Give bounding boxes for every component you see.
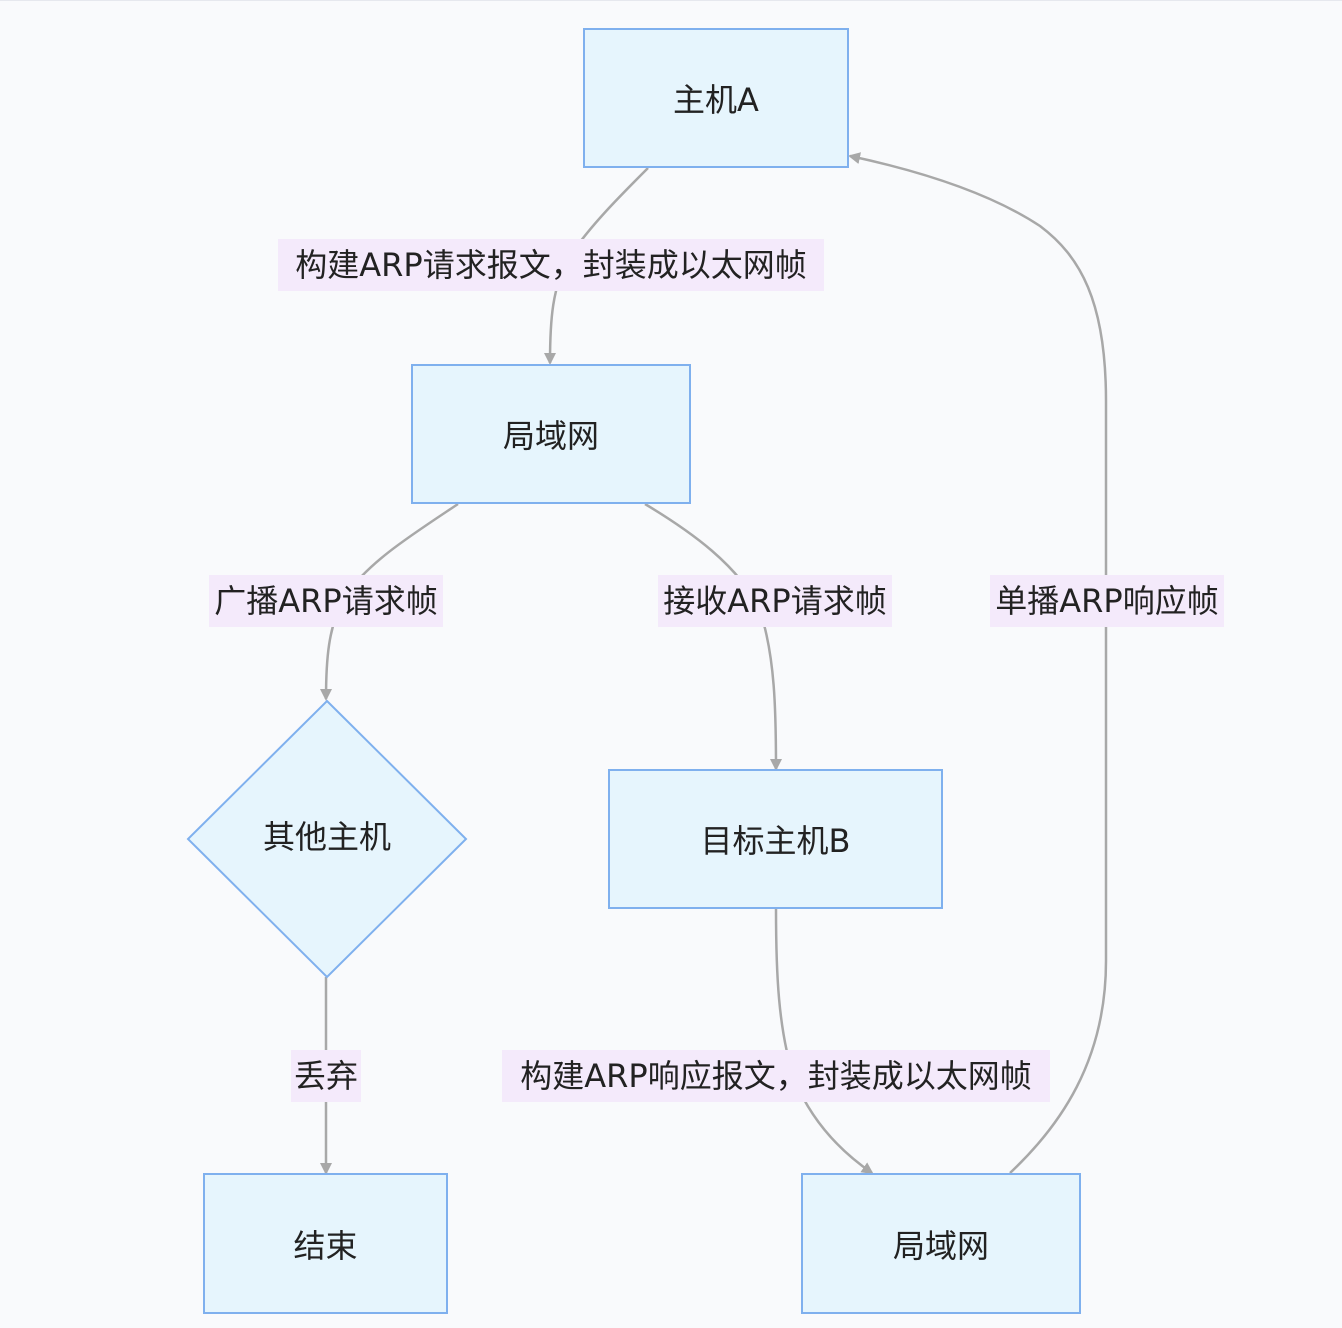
node-target-host-b: 目标主机B — [608, 769, 943, 909]
edge-label-broadcast-request: 广播ARP请求帧 — [209, 575, 443, 627]
edge-lan-bottom-to-host-a — [848, 152, 1108, 1174]
node-end: 结束 — [203, 1173, 448, 1314]
node-target-host-b-label: 目标主机B — [700, 822, 851, 860]
node-lan-top-label: 局域网 — [502, 417, 599, 455]
node-end-label: 结束 — [293, 1226, 358, 1265]
node-lan-bottom-label: 局域网 — [892, 1226, 989, 1265]
edge-label-build-request: 构建ARP请求报文，封装成以太网帧 — [278, 239, 824, 291]
edge-lan-to-target-b — [644, 502, 782, 771]
edge-label-build-reply: 构建ARP响应报文，封装成以太网帧 — [502, 1050, 1050, 1102]
node-host-a: 主机A — [583, 28, 849, 168]
node-lan-top: 局域网 — [411, 364, 691, 504]
node-other-hosts-label: 其他主机 — [262, 818, 391, 856]
edge-label-receive-request: 接收ARP请求帧 — [658, 575, 892, 627]
edge-label-discard: 丢弃 — [291, 1050, 361, 1102]
node-lan-bottom: 局域网 — [801, 1173, 1081, 1314]
edge-label-unicast-reply: 单播ARP响应帧 — [990, 575, 1224, 627]
edge-target-b-to-lan-bottom — [774, 908, 874, 1175]
node-host-a-label: 主机A — [673, 81, 759, 119]
node-other-hosts-diamond — [186, 699, 468, 979]
